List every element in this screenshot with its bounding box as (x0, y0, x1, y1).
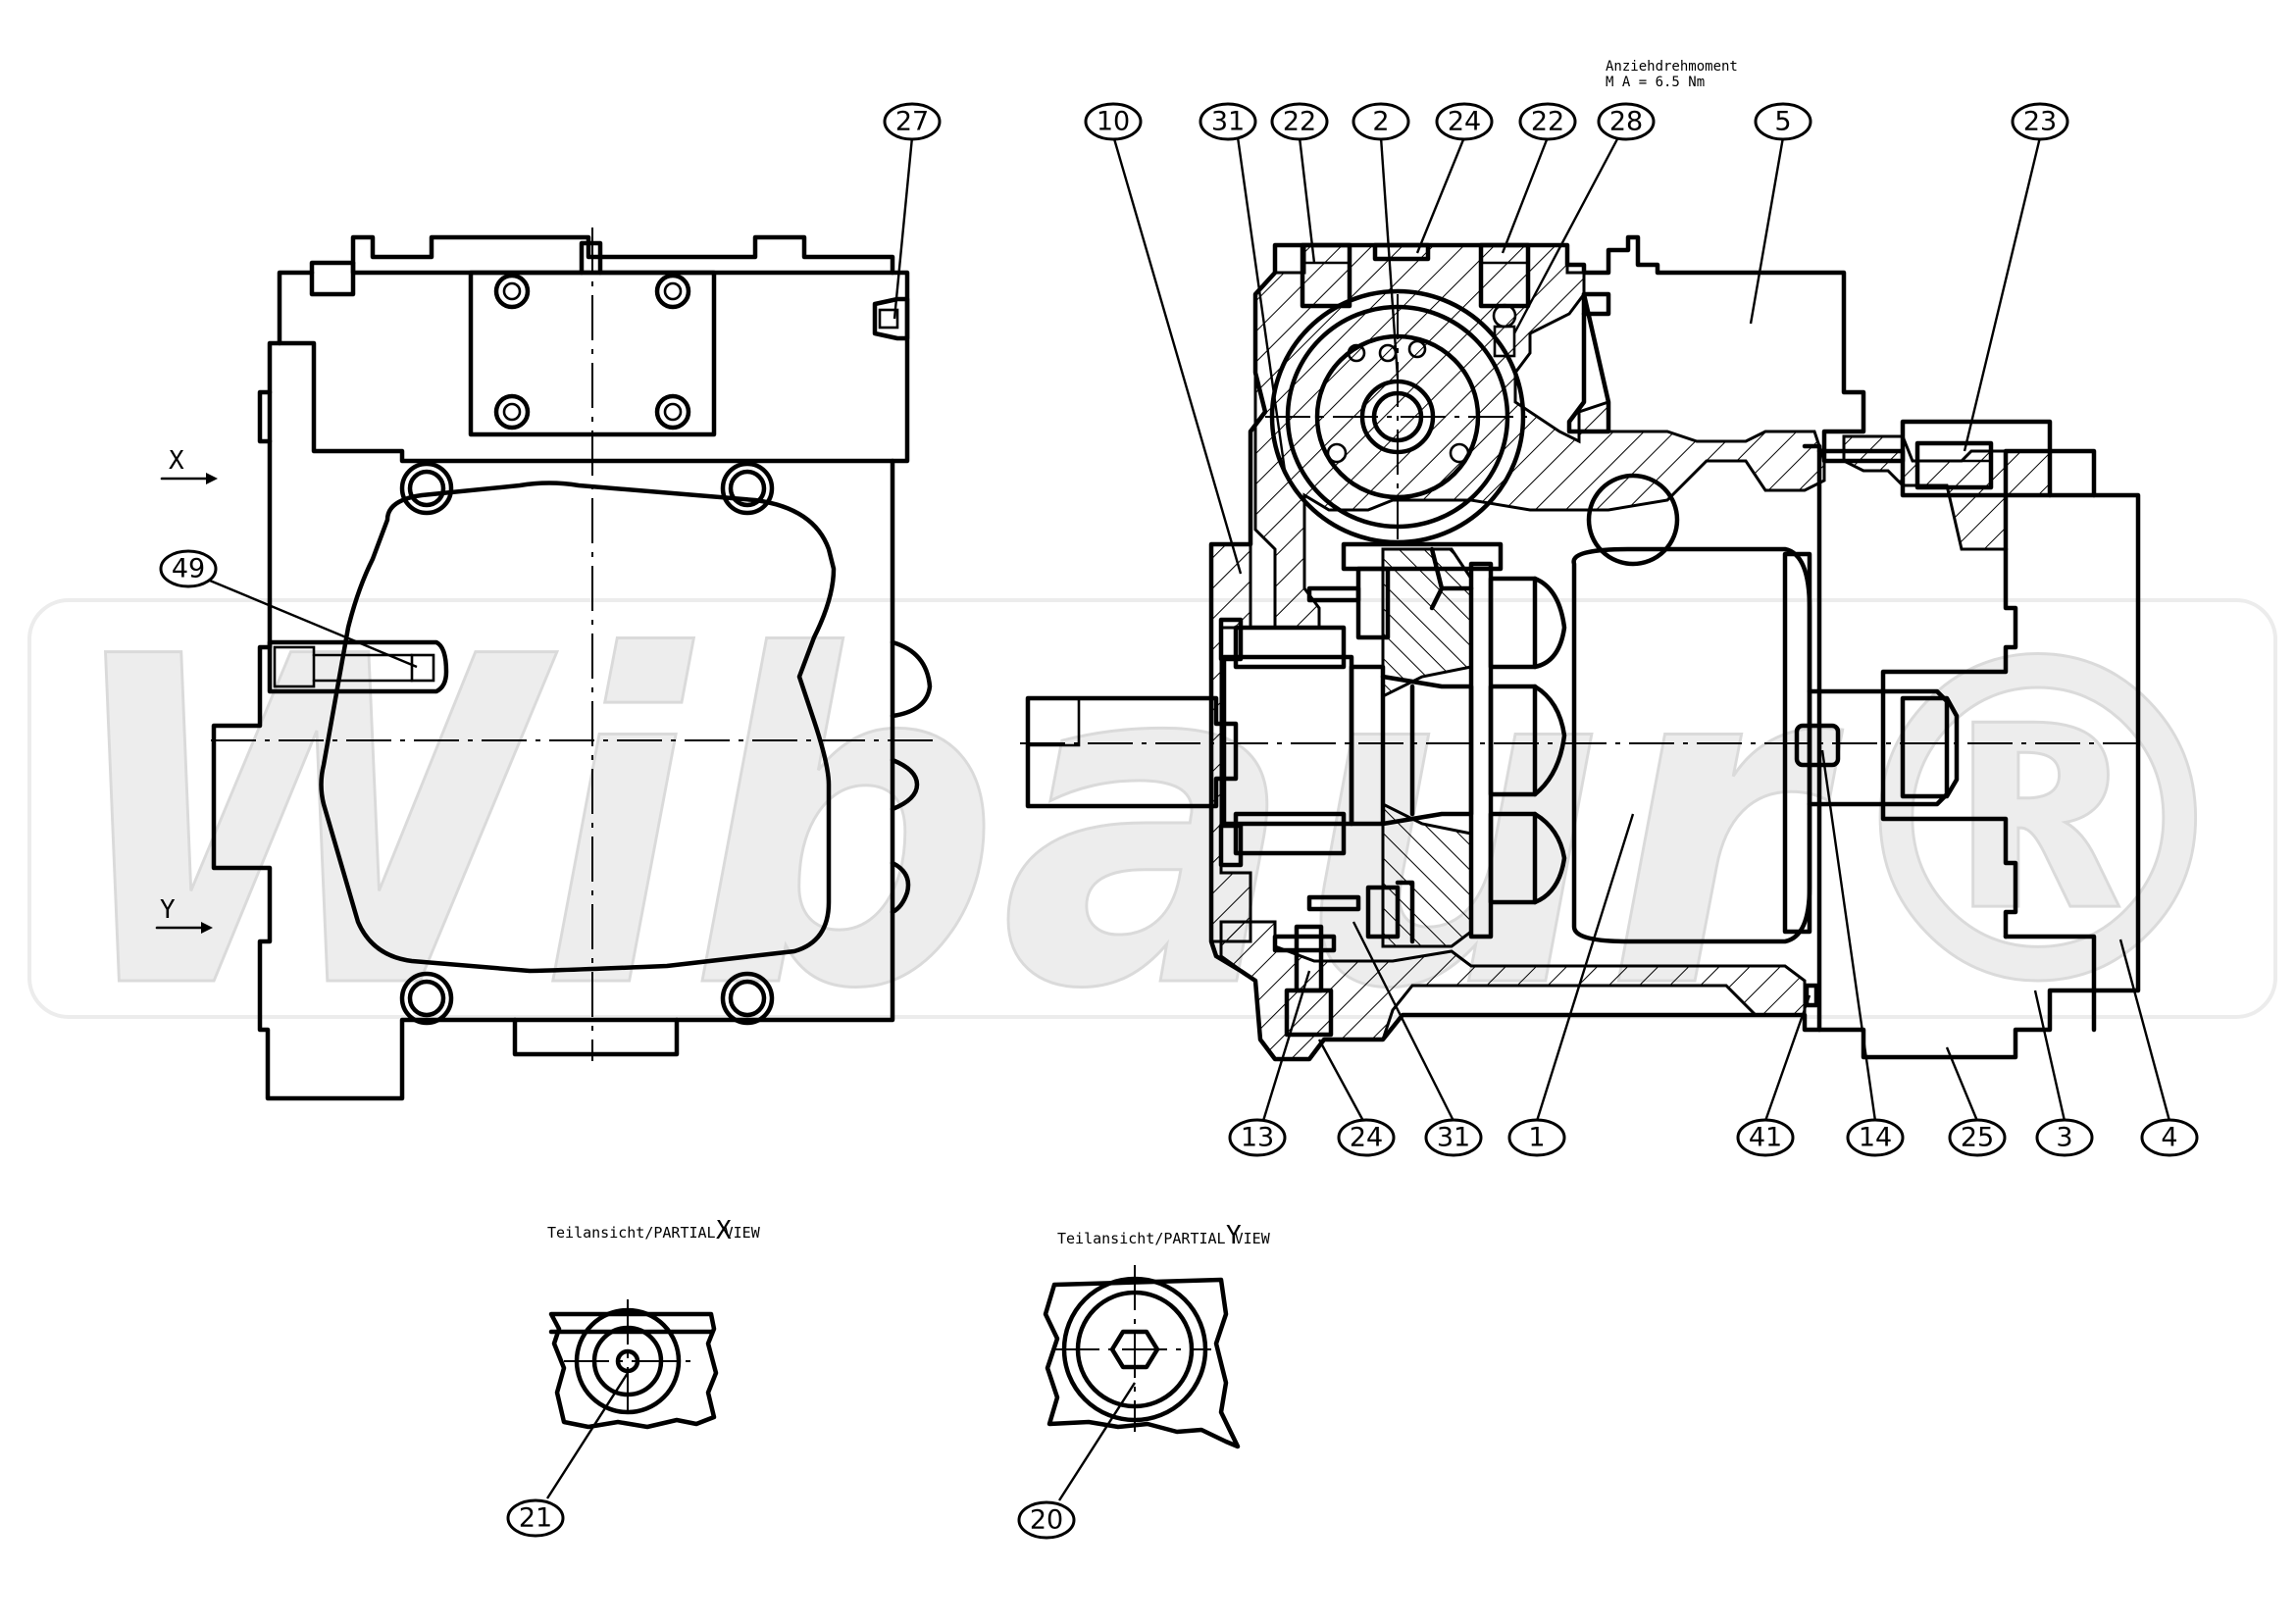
svg-text:10: 10 (1097, 107, 1130, 137)
svg-text:24: 24 (1350, 1123, 1383, 1153)
svg-text:22: 22 (1283, 107, 1316, 137)
balloon-24-top: 24 (1435, 102, 1494, 141)
balloon-28: 28 (1597, 102, 1656, 141)
svg-text:Teilansicht/PARTIAL VIEW: Teilansicht/PARTIAL VIEW (1057, 1230, 1271, 1247)
balloon-1: 1 (1507, 1118, 1566, 1157)
balloons: 27 49 10 31 22 2 24 22 28 5 23 13 24 31 … (159, 102, 2199, 1540)
plug-23 (1842, 434, 2052, 551)
end-view: X Y (155, 228, 937, 1101)
svg-text:Y: Y (1226, 1221, 1242, 1250)
view-y-marker: Y (155, 895, 213, 934)
svg-text:1: 1 (1528, 1123, 1545, 1153)
svg-text:X: X (716, 1216, 732, 1245)
balloon-4: 4 (2140, 1118, 2199, 1157)
svg-text:2: 2 (1372, 107, 1389, 137)
svg-text:28: 28 (1609, 107, 1643, 137)
svg-text:31: 31 (1437, 1123, 1470, 1153)
svg-text:Y: Y (160, 895, 176, 925)
balloon-13: 13 (1228, 1118, 1287, 1157)
partial-view-x: Teilansicht/PARTIAL VIEW X (547, 1216, 761, 1430)
svg-text:3: 3 (2056, 1123, 2072, 1153)
balloon-31-bottom: 31 (1424, 1118, 1483, 1157)
svg-text:24: 24 (1448, 107, 1481, 137)
svg-text:22: 22 (1531, 107, 1564, 137)
svg-text:M A = 6.5 Nm: M A = 6.5 Nm (1606, 75, 1705, 90)
balloon-22-left: 22 (1270, 102, 1329, 141)
view-x-marker: X (160, 446, 218, 484)
balloon-2: 2 (1352, 102, 1410, 141)
control-pins (1306, 541, 1504, 944)
balloon-22-right: 22 (1518, 102, 1577, 141)
plug-49 (267, 639, 449, 694)
svg-text:Anziehdrehmoment: Anziehdrehmoment (1606, 59, 1738, 75)
svg-text:21: 21 (519, 1503, 552, 1534)
balloon-14: 14 (1846, 1118, 1905, 1157)
svg-text:23: 23 (2023, 107, 2057, 137)
balloon-5: 5 (1754, 102, 1812, 141)
watermark-text: Wibaur® (59, 563, 2256, 1088)
balloon-25: 25 (1948, 1118, 2007, 1157)
balloon-21: 21 (506, 1498, 565, 1538)
bearing-block (1218, 617, 1474, 868)
partial-view-y: Teilansicht/PARTIAL VIEW Y (1043, 1221, 1271, 1449)
svg-text:X: X (169, 446, 184, 476)
svg-text:4: 4 (2161, 1123, 2177, 1153)
balloon-24-bottom: 24 (1337, 1118, 1396, 1157)
flange-bolts (493, 273, 691, 431)
svg-text:Teilansicht/PARTIAL VIEW: Teilansicht/PARTIAL VIEW (547, 1224, 761, 1242)
balloon-41: 41 (1736, 1118, 1795, 1157)
balloon-27: 27 (883, 102, 942, 141)
svg-text:13: 13 (1241, 1123, 1274, 1153)
svg-text:20: 20 (1030, 1505, 1063, 1536)
torque-note: Anziehdrehmoment M A = 6.5 Nm (1606, 59, 1738, 90)
coupling-14 (1794, 688, 1960, 807)
balloon-3: 3 (2035, 1118, 2094, 1157)
cover-bolts (399, 461, 775, 1026)
leader-lines (209, 134, 2171, 1501)
watermark: Wibaur® (27, 562, 2277, 1090)
svg-text:31: 31 (1211, 107, 1245, 137)
svg-text:27: 27 (895, 107, 929, 137)
svg-text:41: 41 (1749, 1123, 1782, 1153)
svg-text:49: 49 (172, 554, 205, 584)
balloon-23: 23 (2011, 102, 2069, 141)
section-view (1020, 234, 2141, 1062)
svg-text:14: 14 (1859, 1123, 1892, 1153)
balloon-10: 10 (1084, 102, 1143, 141)
balloon-31-top: 31 (1199, 102, 1257, 141)
plug-27 (872, 296, 910, 341)
svg-text:25: 25 (1961, 1123, 1994, 1153)
bolt-22-left (1300, 242, 1352, 309)
bolt-13 (1272, 924, 1337, 1038)
balloon-20: 20 (1017, 1500, 1076, 1540)
balloon-49: 49 (159, 549, 218, 588)
svg-text:5: 5 (1774, 107, 1791, 137)
